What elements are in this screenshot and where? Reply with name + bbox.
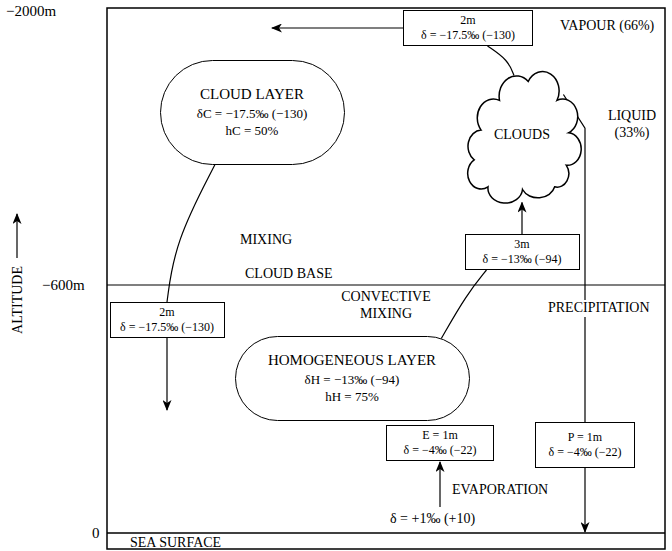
node-heading: 2m — [460, 13, 475, 28]
isotope-label: δ = +1‰ (+10) — [390, 511, 475, 528]
level-label: SEA SURFACE — [130, 535, 221, 551]
flux-box: 2mδ = −17.5‰ (−130) — [403, 10, 533, 46]
level-label: CLOUD BASE — [245, 266, 333, 283]
axis-title: ALTITUDE — [10, 266, 27, 334]
flux-connector — [521, 203, 522, 235]
flow-label: LIQUID (33%) — [598, 108, 666, 142]
node-heading: 3m — [514, 237, 529, 252]
node-heading: E = 1m — [422, 428, 457, 443]
flux-connector — [167, 165, 215, 303]
flow-label: EVAPORATION — [452, 482, 548, 499]
node-value: δ = −17.5‰ (−130) — [421, 28, 515, 43]
evaporation-arrow — [439, 462, 440, 507]
flow-label: PRECIPITATION — [546, 300, 652, 317]
node-value: δ = −4‰ (−22) — [549, 445, 622, 460]
node-heading: CLOUDS — [494, 127, 550, 143]
flux-box: 2mδ = −17.5‰ (−130) — [110, 302, 225, 338]
layer-pill: CLOUD LAYERδC = −17.5‰ (−130)hC = 50% — [160, 60, 345, 165]
node-value: δC = −17.5‰ (−130) — [197, 105, 307, 123]
frame — [107, 8, 665, 549]
flow-label: VAPOUR (66%) — [560, 18, 654, 35]
flux-box: 3mδ = −13‰ (−94) — [465, 234, 580, 270]
flow-label: CONVECTIVE MIXING — [338, 289, 434, 323]
axis-label: −2000m — [6, 2, 56, 20]
altitude-arrow — [16, 214, 17, 258]
node-value: hC = 50% — [226, 122, 279, 140]
precipitation-arrow — [584, 466, 585, 532]
node-value: δ = −13‰ (−94) — [483, 252, 562, 267]
node-value: δ = −4‰ (−22) — [404, 443, 477, 458]
cloud-shape: CLOUDS — [465, 68, 580, 203]
flow-label: MIXING — [240, 232, 292, 249]
flux-box: E = 1mδ = −4‰ (−22) — [386, 425, 494, 461]
cloud-base-line — [107, 284, 665, 285]
mixing-arrow — [166, 338, 167, 410]
node-heading: HOMOGENEOUS LAYER — [268, 350, 436, 370]
node-value: δH = −13‰ (−94) — [305, 371, 400, 389]
node-heading: CLOUD LAYER — [200, 84, 304, 104]
sea-surface-line — [107, 532, 665, 534]
axis-label: 0 — [92, 524, 100, 542]
node-value: δ = −17.5‰ (−130) — [120, 320, 214, 335]
axis-label: −600m — [42, 276, 85, 294]
flux-box: P = 1mδ = −4‰ (−22) — [535, 422, 635, 468]
node-heading: P = 1m — [568, 430, 602, 445]
layer-pill: HOMOGENEOUS LAYERδH = −13‰ (−94)hH = 75% — [235, 336, 470, 421]
node-heading: 2m — [159, 305, 174, 320]
flux-connector — [488, 46, 515, 76]
cloud-outline-path — [467, 71, 581, 202]
vapour-arrow — [272, 27, 410, 28]
node-value: hH = 75% — [325, 388, 379, 406]
flux-connector — [441, 270, 486, 339]
